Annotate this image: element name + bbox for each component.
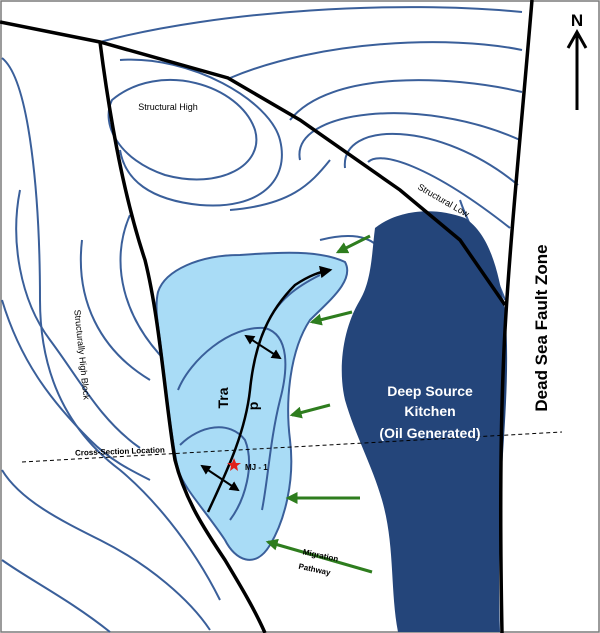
closure-arrow-upper — [244, 334, 282, 360]
dead-sea-fault — [499, 0, 534, 633]
kitchen-label: Deep Source Kitchen (Oil Generated) — [379, 383, 480, 441]
contour-line — [367, 157, 511, 229]
contour-lines — [1, 6, 523, 633]
kitchen-label-line2: Kitchen — [404, 403, 455, 419]
migration-arrow — [265, 538, 373, 574]
contour-line — [177, 326, 287, 511]
contour-line — [15, 189, 141, 449]
kitchen-label-line3: (Oil Generated) — [379, 425, 480, 441]
migration-label: Migration Pathway — [298, 547, 339, 577]
well-marker-icon — [227, 458, 241, 471]
source-kitchen — [341, 211, 508, 632]
contour-line — [229, 41, 523, 79]
cross-section-line — [21, 431, 563, 463]
cross-section-label: Cross-Section Location — [75, 445, 165, 457]
trap-label-part1: Tra — [215, 387, 231, 408]
contour-line — [179, 426, 251, 521]
contour-line — [1, 469, 211, 631]
fault-lines — [0, 0, 534, 633]
contour-line — [107, 78, 258, 181]
structurally-high-block-label: Structurally High Block — [72, 309, 91, 401]
structural-high-label: Structural High — [138, 102, 198, 112]
contour-line — [289, 79, 523, 121]
migration-label-line1: Migration — [302, 547, 339, 563]
closure-arrow-lower — [200, 464, 240, 492]
migration-arrow — [335, 234, 371, 254]
contour-line — [119, 214, 176, 371]
contour-line — [229, 159, 331, 211]
north-label: N — [571, 11, 583, 30]
contour-line — [1, 559, 111, 633]
fault-line-west — [98, 41, 267, 633]
fault-zone-label: Dead Sea Fault Zone — [532, 244, 551, 411]
contour-line — [1, 299, 151, 481]
north-arrow-icon — [566, 28, 588, 49]
migration-arrow — [289, 403, 331, 419]
migration-arrow — [309, 310, 353, 326]
kitchen-label-line1: Deep Source — [387, 383, 473, 399]
contour-line — [79, 239, 151, 381]
contour-line — [99, 6, 523, 43]
north-arrow: N — [566, 11, 588, 110]
migration-arrows — [265, 234, 373, 574]
trap-label-part2: p — [245, 402, 261, 411]
contour-line — [119, 58, 283, 207]
well-label: MJ - 1 — [245, 463, 268, 472]
contour-line — [1, 57, 221, 601]
contour-line — [298, 112, 521, 161]
migration-label-line2: Pathway — [298, 562, 332, 578]
